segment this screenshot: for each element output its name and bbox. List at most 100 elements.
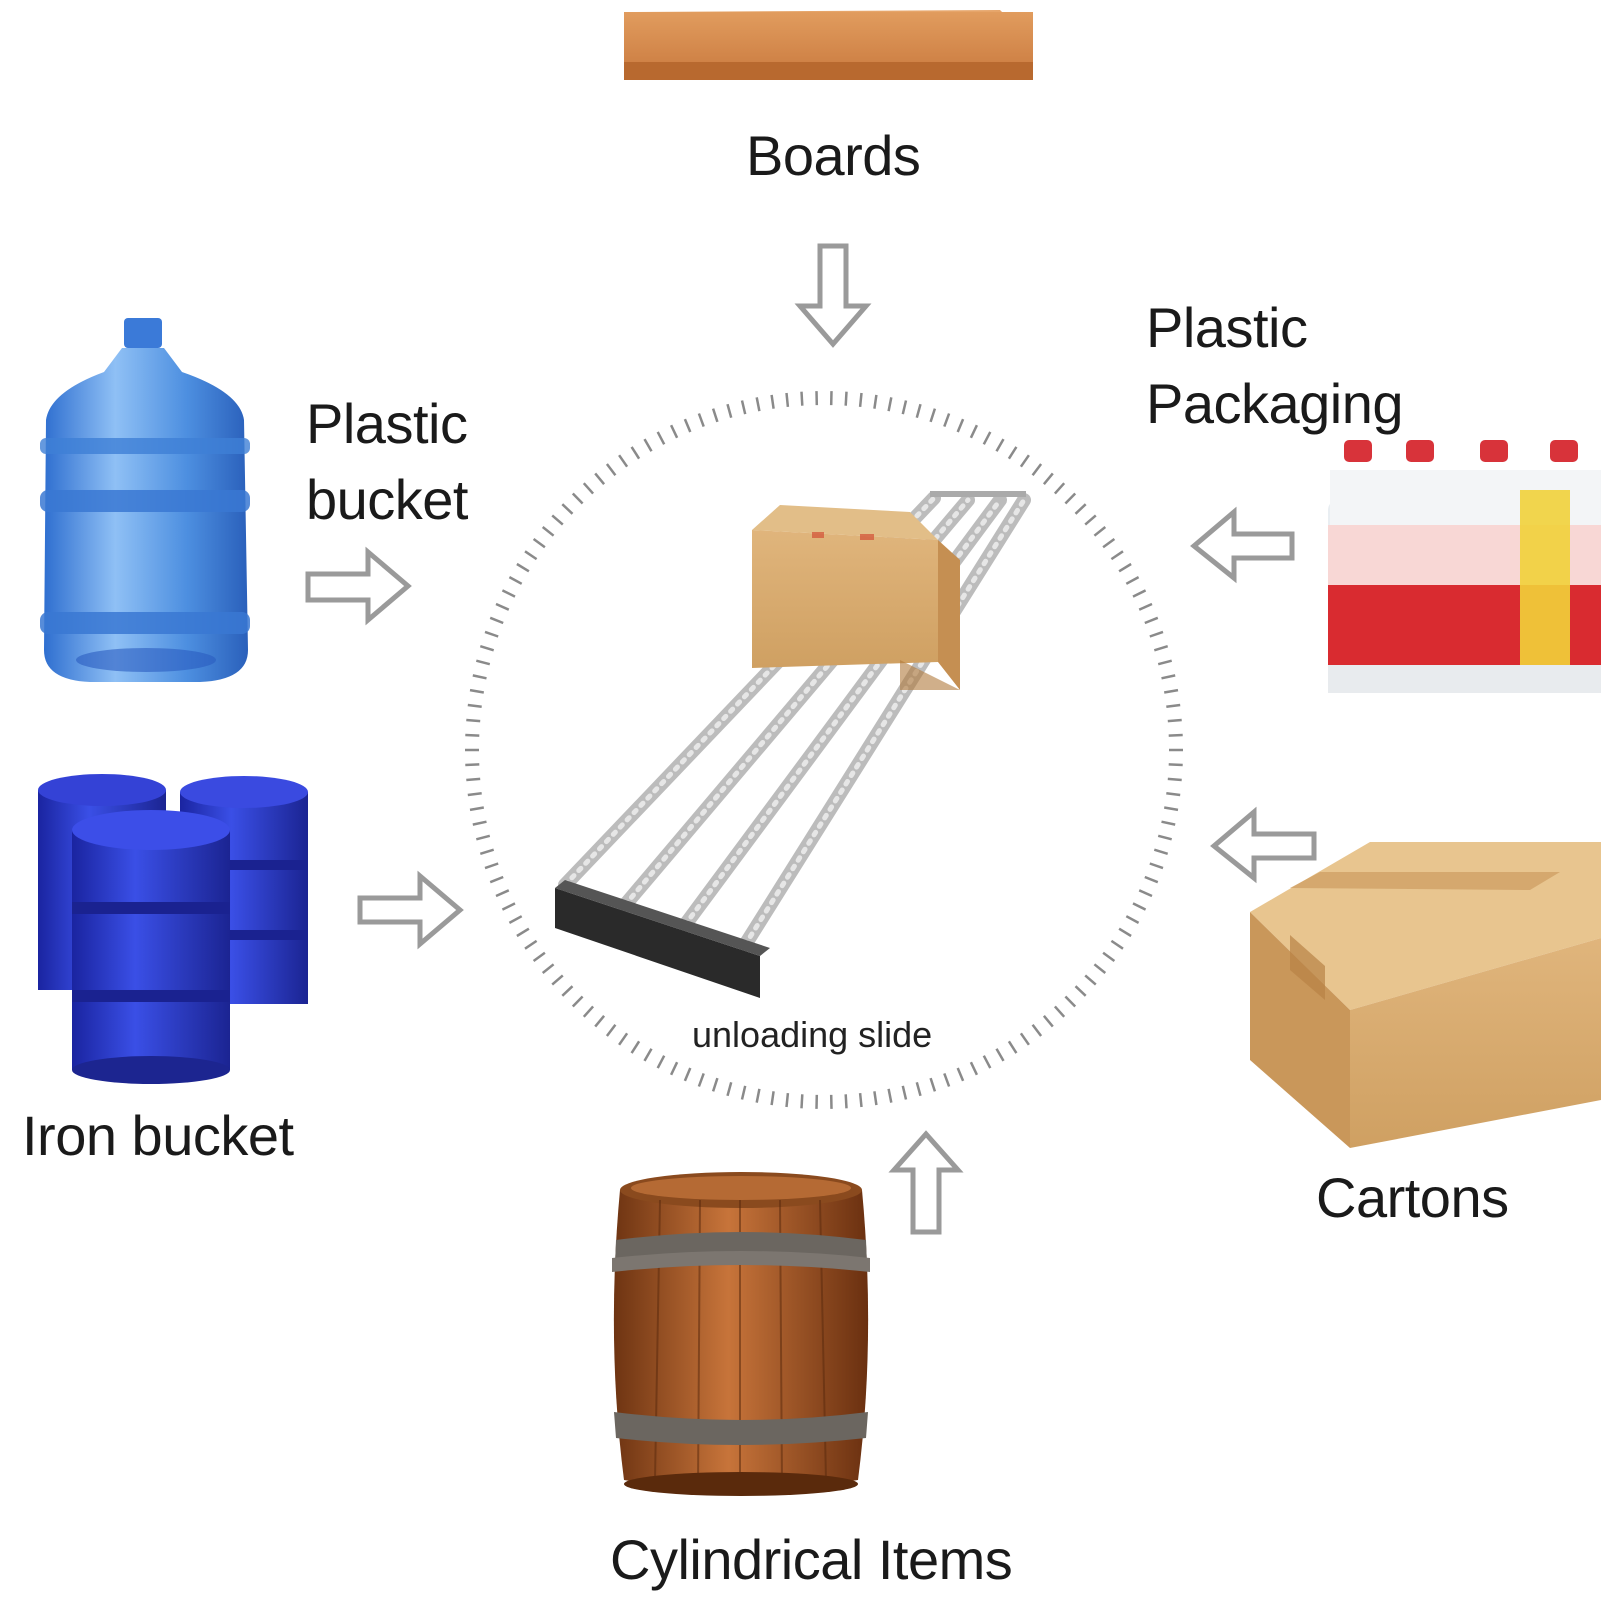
tick-mark xyxy=(605,463,617,476)
water-jug-icon xyxy=(40,318,250,682)
tick-mark xyxy=(643,438,653,452)
tick-mark xyxy=(785,1092,790,1108)
tick-mark xyxy=(582,1005,595,1018)
bottle-pack-icon xyxy=(1328,440,1601,693)
tick-mark xyxy=(1118,927,1132,938)
tick-mark xyxy=(524,939,538,950)
tick-mark xyxy=(630,1040,641,1054)
tick-mark xyxy=(541,526,555,537)
tick-mark xyxy=(501,589,516,598)
tick-mark xyxy=(1132,589,1147,598)
tick-mark xyxy=(1118,562,1132,573)
tick-mark xyxy=(1167,718,1182,723)
wooden-barrel-icon xyxy=(612,1172,870,1496)
tick-mark xyxy=(1064,492,1077,505)
tick-mark xyxy=(475,659,491,666)
tick-mark xyxy=(943,1072,951,1087)
tick-mark xyxy=(1149,862,1164,870)
tick-mark xyxy=(469,806,485,812)
tick-mark xyxy=(697,413,705,428)
tick-mark xyxy=(995,438,1005,452)
tick-mark xyxy=(465,763,480,767)
tick-mark xyxy=(1019,1032,1030,1046)
tick-mark xyxy=(618,454,629,468)
tick-mark xyxy=(1125,576,1140,585)
tick-mark xyxy=(969,424,979,439)
carton-box-icon xyxy=(1250,842,1601,1148)
tick-mark xyxy=(755,1088,761,1103)
right-arrow-icon xyxy=(357,870,464,950)
tick-mark xyxy=(561,985,574,997)
tick-mark xyxy=(1166,703,1181,709)
tick-mark xyxy=(969,1061,979,1076)
right-arrow-icon xyxy=(305,546,412,626)
tick-mark xyxy=(697,1072,705,1087)
tick-mark xyxy=(561,503,574,515)
tick-mark xyxy=(1102,951,1116,963)
tick-mark xyxy=(1166,791,1181,797)
tick-mark xyxy=(541,963,555,974)
tick-mark xyxy=(466,718,481,723)
tick-mark xyxy=(1110,939,1124,950)
tick-mark xyxy=(844,391,848,406)
tick-mark xyxy=(1153,848,1169,855)
left-arrow-icon xyxy=(1190,506,1295,584)
label-cartons: Cartons xyxy=(1316,1166,1509,1229)
tick-mark xyxy=(643,1048,653,1062)
tick-mark xyxy=(683,418,692,433)
tick-mark xyxy=(618,1032,629,1046)
tick-mark xyxy=(532,537,546,549)
tick-mark xyxy=(484,630,499,638)
label-plastic-packaging-line2: Packaging xyxy=(1146,371,1404,435)
tick-mark xyxy=(1138,889,1153,898)
tick-mark xyxy=(551,974,564,986)
tick-mark xyxy=(770,394,775,409)
tick-mark xyxy=(711,1077,719,1092)
tick-mark xyxy=(800,391,804,406)
tick-mark xyxy=(582,482,595,495)
tick-mark xyxy=(683,1067,692,1082)
tick-mark xyxy=(516,562,530,573)
tick-mark xyxy=(1074,503,1087,515)
tick-mark xyxy=(1110,550,1124,561)
tick-mark xyxy=(489,875,504,884)
tick-mark xyxy=(929,1077,937,1092)
tick-ring xyxy=(465,391,1183,1109)
tick-mark xyxy=(1007,446,1018,460)
tick-mark xyxy=(495,602,510,611)
tick-mark xyxy=(472,820,487,826)
tick-mark xyxy=(785,392,790,408)
label-boards: Boards xyxy=(746,124,921,187)
tick-mark xyxy=(1167,777,1182,782)
tick-mark xyxy=(1019,454,1030,468)
label-cylindrical-items: Cylindrical Items xyxy=(610,1528,1013,1591)
tick-mark xyxy=(465,733,480,737)
down-arrow-icon xyxy=(794,243,872,348)
label-plastic-bucket-line1: Plastic xyxy=(306,392,468,455)
tick-mark xyxy=(508,576,523,585)
tick-mark xyxy=(858,392,863,408)
tick-mark xyxy=(1161,820,1176,826)
tick-mark xyxy=(887,1088,893,1103)
tick-mark xyxy=(1084,514,1097,526)
tick-mark xyxy=(467,703,482,709)
tick-mark xyxy=(844,1094,848,1109)
tick-mark xyxy=(915,1081,922,1097)
up-arrow-icon xyxy=(888,1130,964,1235)
tick-mark xyxy=(1074,985,1087,997)
tick-mark xyxy=(1031,463,1043,476)
tick-mark xyxy=(1042,1015,1054,1028)
tick-mark xyxy=(1102,537,1116,549)
tick-mark xyxy=(479,848,495,855)
tick-mark xyxy=(1161,674,1176,680)
label-plastic-bucket: Plastic bucket xyxy=(306,386,469,537)
label-plastic-packaging: Plastic Packaging xyxy=(1146,290,1404,441)
tick-mark xyxy=(929,408,937,423)
tick-mark xyxy=(740,1085,747,1100)
tick-mark xyxy=(656,431,666,445)
tick-mark xyxy=(887,397,893,412)
tick-mark xyxy=(1149,630,1164,638)
tick-mark xyxy=(1157,834,1173,841)
tick-mark xyxy=(479,645,495,652)
